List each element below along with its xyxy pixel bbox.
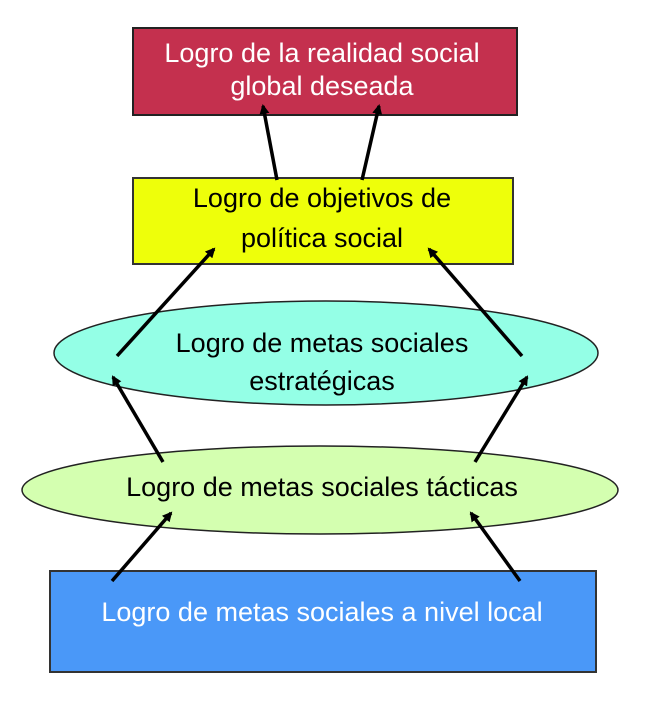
arrows	[110, 104, 529, 583]
arrow-tactical-to-strategic-right	[473, 375, 529, 463]
node-policy: Logro de objetivos de política social	[132, 177, 514, 265]
arrow-local-to-tactical-left	[110, 511, 173, 583]
arrow-strategic-to-policy-right	[427, 247, 524, 358]
node-policy-line2: política social	[241, 223, 403, 253]
arrow-local-to-tactical-right	[469, 511, 522, 583]
arrow-strategic-to-policy-left	[115, 247, 216, 358]
node-local-line1: Logro de metas sociales a nivel local	[101, 597, 542, 627]
node-policy-line1: Logro de objetivos de	[193, 183, 451, 213]
arrow-policy-to-global-left	[259, 104, 279, 181]
arrow-tactical-to-strategic-left	[111, 375, 165, 463]
node-strategic-line2: estratégicas	[249, 366, 395, 396]
node-tactical: Logro de metas sociales tácticas	[21, 445, 619, 535]
node-local: Logro de metas sociales a nivel local	[49, 570, 597, 673]
node-global-line1: Logro de la realidad social	[164, 38, 479, 68]
node-strategic-line1: Logro de metas sociales	[176, 328, 469, 358]
node-global-line2: global deseada	[230, 71, 414, 101]
arrow-policy-to-global-right	[360, 104, 383, 181]
node-global: Logro de la realidad social global desea…	[132, 27, 518, 116]
node-tactical-line1: Logro de metas sociales tácticas	[126, 472, 518, 502]
node-strategic: Logro de metas sociales estratégicas	[53, 300, 599, 406]
